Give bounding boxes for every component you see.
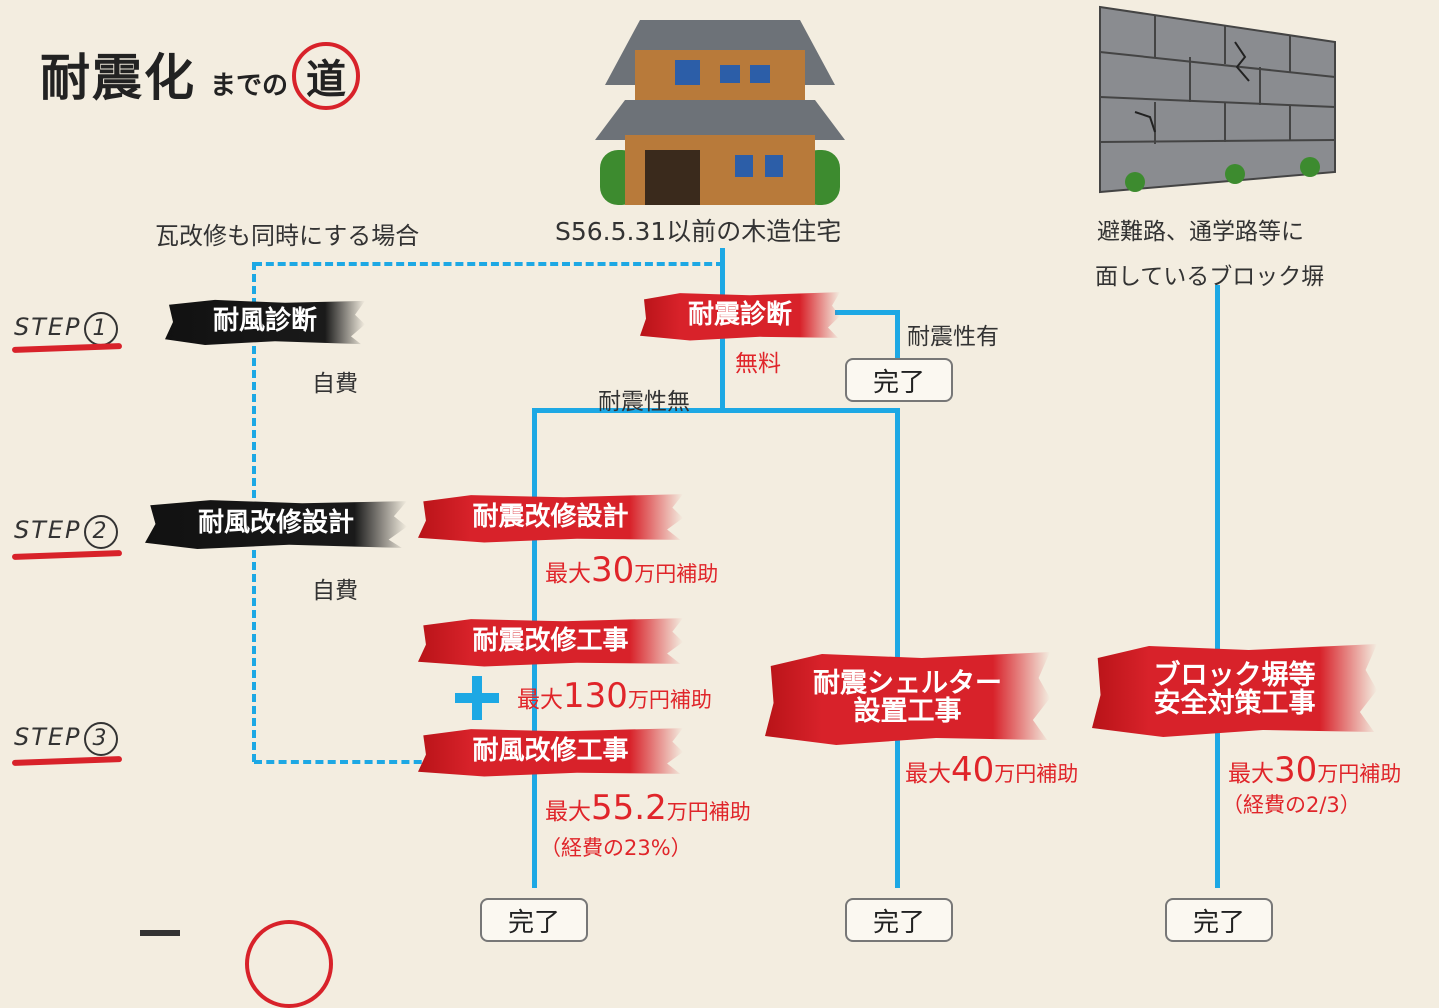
title-main: 耐震化 xyxy=(40,49,196,107)
subsidy-design-num: 30 xyxy=(591,550,635,590)
step-3-number: 3 xyxy=(83,722,118,756)
bottom-road-circle xyxy=(245,920,333,1008)
subsidy-work-pre: 最大 xyxy=(517,687,563,713)
subsidy-work-num: 130 xyxy=(563,676,628,716)
dashed-bottom xyxy=(254,760,434,764)
step-3-prefix: STEP xyxy=(14,723,82,751)
wall-caption-line1: 避難路、通学路等に xyxy=(1097,219,1304,245)
done-after-diagnosis: 完了 xyxy=(845,358,953,402)
quake-work-node: 耐震改修工事 xyxy=(418,618,683,667)
done-left: 完了 xyxy=(480,898,588,942)
resistant-no-label: 耐震性無 xyxy=(598,389,690,415)
subsidy-wind-note: （経費の23%） xyxy=(540,836,692,860)
done-block-wall: 完了 xyxy=(1165,898,1273,942)
wind-work-node: 耐風改修工事 xyxy=(418,728,683,777)
step-1-number: 1 xyxy=(83,312,118,346)
shelter-node: 耐震シェルター 設置工事 xyxy=(765,652,1050,745)
block-line1: ブロック塀等 xyxy=(1153,659,1316,691)
subsidy-shelter: 最大40万円補助 xyxy=(905,750,1078,790)
done-shelter: 完了 xyxy=(845,898,953,942)
subsidy-design-pre: 最大 xyxy=(545,561,591,587)
self-pay-label-2: 自費 xyxy=(312,578,358,604)
subsidy-shelter-post: 万円補助 xyxy=(994,762,1079,786)
wind-design-node: 耐風改修設計 xyxy=(145,500,407,549)
self-pay-label-1: 自費 xyxy=(312,371,358,397)
connector-right-branch xyxy=(895,408,900,888)
block-wall-work-node: ブロック塀等 安全対策工事 xyxy=(1092,644,1377,737)
step-2-number: 2 xyxy=(83,515,118,549)
subsidy-block: 最大30万円補助 xyxy=(1228,750,1401,790)
title-road-circle: 道 xyxy=(292,42,361,110)
house-caption: S56.5.31以前の木造住宅 xyxy=(555,217,842,246)
connector-wall-branch xyxy=(1215,285,1220,888)
subsidy-wind-post: 万円補助 xyxy=(666,800,751,824)
resistant-yes-label: 耐震性有 xyxy=(907,324,999,350)
subsidy-wind: 最大55.2万円補助 xyxy=(545,788,751,828)
subsidy-block-pre: 最大 xyxy=(1228,761,1274,787)
page-title: 耐震化 までの 道 xyxy=(40,38,361,110)
subsidy-block-num: 30 xyxy=(1274,750,1318,790)
wall-caption-line2: 面しているブロック塀 xyxy=(1095,264,1325,290)
free-label: 無料 xyxy=(735,351,781,377)
subsidy-block-post: 万円補助 xyxy=(1317,762,1402,786)
subsidy-wind-num: 55.2 xyxy=(591,788,667,828)
subsidy-shelter-num: 40 xyxy=(951,750,995,790)
wooden-house-illustration xyxy=(595,20,845,205)
block-wall-illustration xyxy=(1099,5,1336,194)
step-2-prefix: STEP xyxy=(14,516,82,544)
bottom-title-fragment xyxy=(140,930,180,956)
shelter-line2: 設置工事 xyxy=(853,696,962,727)
connector-no-horizontal xyxy=(532,408,900,413)
subsidy-shelter-pre: 最大 xyxy=(905,761,951,787)
subsidy-work: 最大130万円補助 xyxy=(517,676,712,716)
title-road: 道 xyxy=(306,57,347,103)
block-line2: 安全対策工事 xyxy=(1153,688,1316,719)
quake-diagnosis-node: 耐震診断 xyxy=(640,292,840,341)
wind-diagnosis-node: 耐風診断 xyxy=(165,299,365,346)
subsidy-wind-pre: 最大 xyxy=(545,799,591,825)
title-small: までの xyxy=(210,71,289,101)
step-2-underline xyxy=(11,550,123,560)
tile-case-caption: 瓦改修も同時にする場合 xyxy=(155,222,420,250)
quake-design-node: 耐震改修設計 xyxy=(418,494,683,543)
subsidy-design-post: 万円補助 xyxy=(634,562,719,586)
connector-diag-right xyxy=(835,310,900,315)
subsidy-design: 最大30万円補助 xyxy=(545,550,718,590)
shelter-line1: 耐震シェルター xyxy=(813,667,1002,699)
plus-icon xyxy=(455,676,499,720)
dashed-top xyxy=(254,262,724,266)
connector-yes-down xyxy=(895,310,900,358)
subsidy-block-note: （経費の2/3） xyxy=(1222,793,1361,817)
subsidy-work-post: 万円補助 xyxy=(627,688,712,712)
step-3-underline xyxy=(11,756,123,766)
step-1-prefix: STEP xyxy=(14,313,82,341)
